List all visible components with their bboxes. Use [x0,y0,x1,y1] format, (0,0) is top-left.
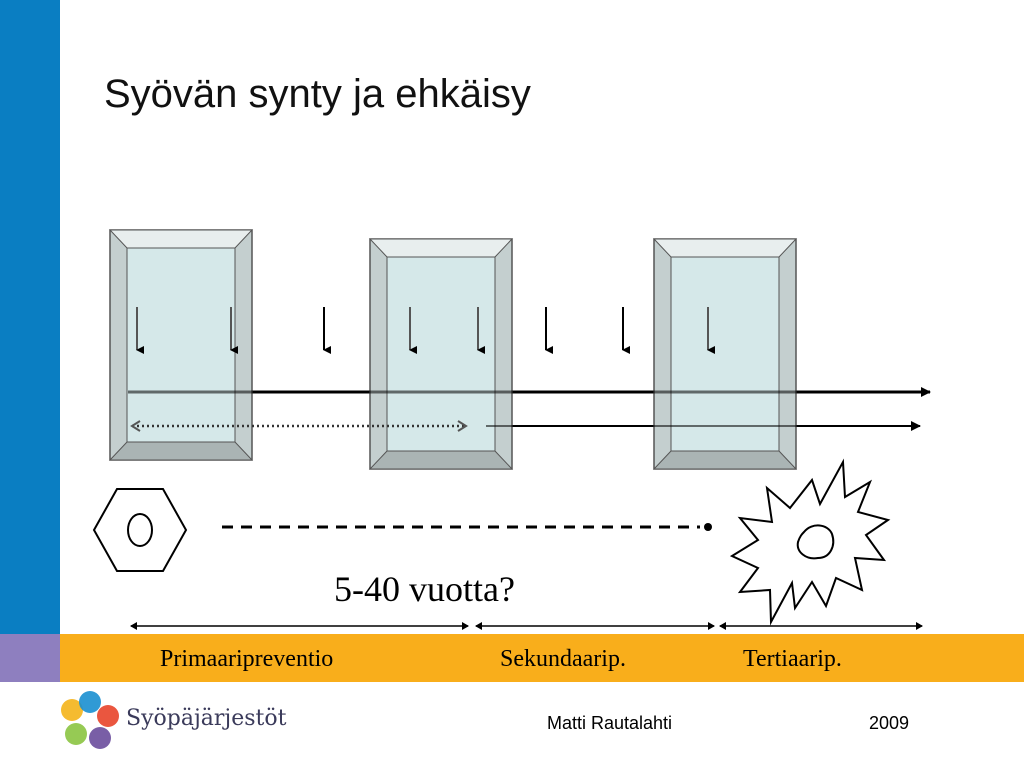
exposure-arrows [136,307,715,354]
tumor-explosion-icon [729,458,891,626]
cell-hexagon-icon [92,488,188,572]
barrier-secondary [368,238,514,470]
cancer-development-diagram [92,229,931,630]
syopajarjestot-logo-icon [61,691,119,749]
left-accent-bar [0,0,60,634]
logo-text: Syöpäjärjestöt [126,706,287,731]
phase-span-arrows [130,622,923,630]
label-secondary-prevention: Sekundaarip. [500,646,626,672]
timeline-endpoint [704,523,712,531]
footer-year: 2009 [869,713,910,733]
left-accent-block [0,634,60,682]
footer-author: Matti Rautalahti [547,713,673,733]
label-primary-prevention: Primaaripreventio [160,646,334,672]
prevention-band [60,634,1024,682]
duration-label: 5-40 vuotta? [334,569,515,609]
barrier-tertiary [652,238,798,470]
label-tertiary-prevention: Tertiaarip. [743,646,842,672]
slide-title: Syövän synty ja ehkäisy [104,72,531,116]
